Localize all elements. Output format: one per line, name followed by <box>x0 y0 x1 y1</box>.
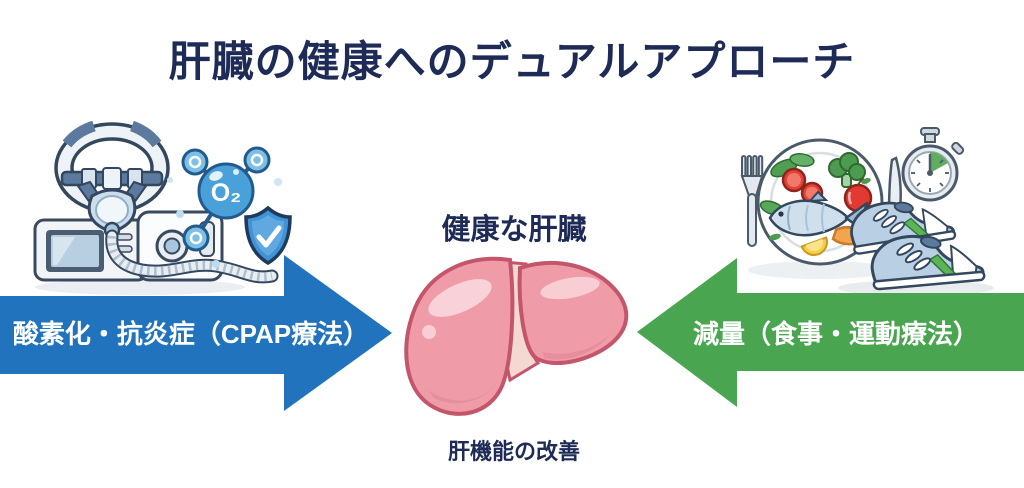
broccoli-icon <box>828 152 866 188</box>
cpap-therapy-illustration: O₂ <box>33 120 292 295</box>
front-shoe <box>870 234 986 291</box>
weight-loss-arrow-label: 減量（食事・運動療法） <box>692 319 979 349</box>
cpap-mask-icon <box>87 188 137 239</box>
cpap-arrow <box>0 255 392 411</box>
spinach-leaf-icon <box>789 153 815 167</box>
stopwatch-elapsed-wedge <box>930 152 948 173</box>
weight-loss-arrow-shape <box>637 258 1024 407</box>
plate-shadow <box>748 261 892 279</box>
cpap-hose-icon <box>105 229 279 284</box>
liver-icon <box>404 256 629 416</box>
cpap-arrow-label: 酸素化・抗炎症（CPAP療法） <box>12 319 370 349</box>
shield-check-icon <box>244 205 292 266</box>
liver-function-outcome-label: 肝機能の改善 <box>447 439 580 464</box>
diet-exercise-illustration <box>740 127 994 296</box>
tomato-icon <box>781 167 824 205</box>
lemon-slice-icon <box>800 236 828 256</box>
stopwatch-icon <box>901 127 965 202</box>
weight-loss-arrow <box>637 258 1024 407</box>
running-shoes-icon <box>850 201 986 291</box>
liver-left-lobe <box>404 256 515 416</box>
o2-label: O₂ <box>211 179 242 207</box>
o2-molecule-icon: O₂ <box>167 146 282 268</box>
cpap-shadow <box>35 279 245 295</box>
page-title: 肝臓の健康へのデュアルアプローチ <box>168 38 856 85</box>
cpap-arrow-shape <box>0 255 392 411</box>
healthy-liver-label: 健康な肝臓 <box>441 214 587 246</box>
fork-icon <box>740 155 764 247</box>
garnish-leaf-icon <box>769 233 781 241</box>
